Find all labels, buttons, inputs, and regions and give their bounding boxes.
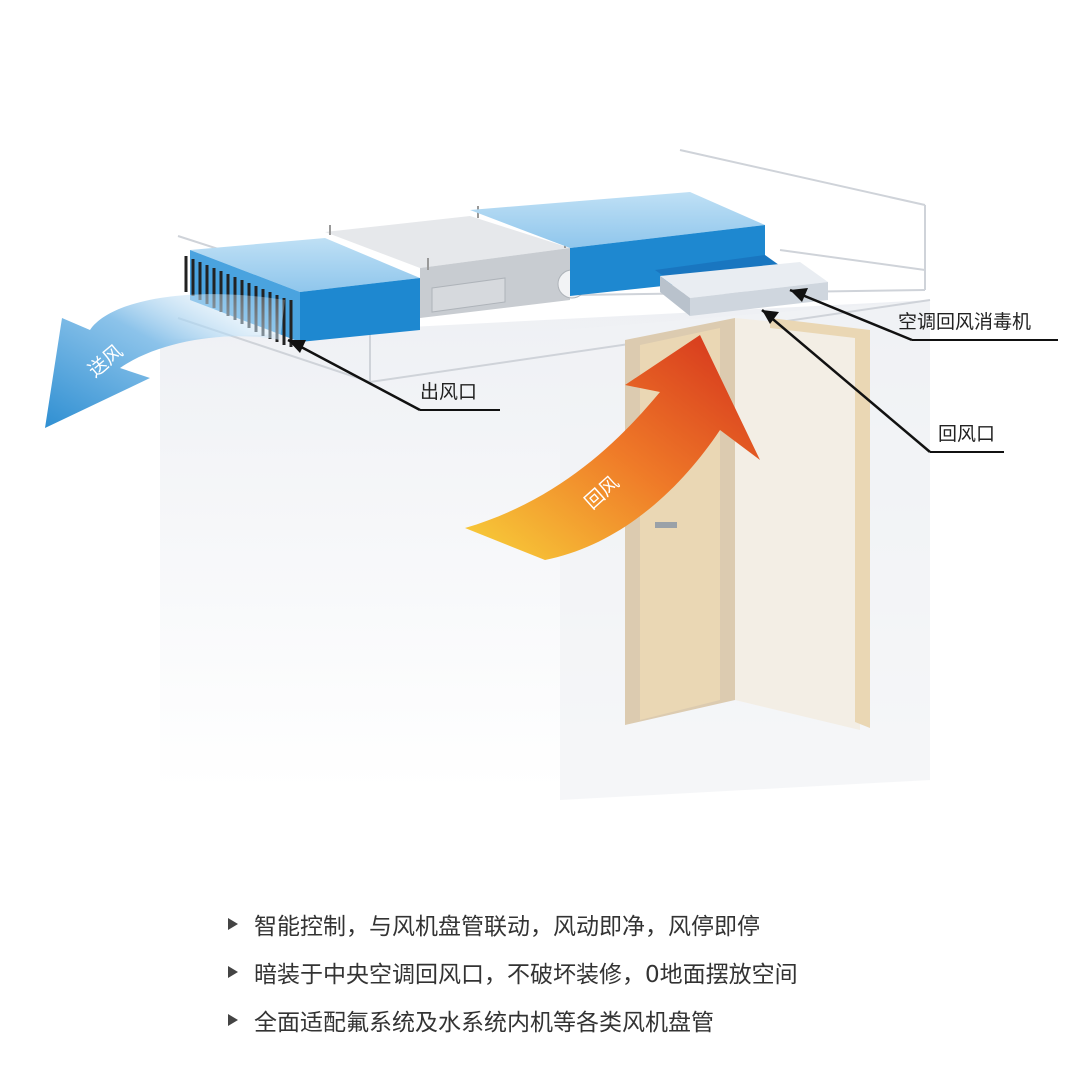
outlet-callout: 出风口 — [287, 338, 500, 412]
disinfector-callout: 空调回风消毒机 — [789, 288, 1058, 342]
return-inlet-label: 回风口 — [938, 423, 995, 445]
bullet-triangle-icon — [228, 918, 238, 930]
outlet-label: 出风口 — [420, 381, 477, 403]
hvac-diagram: 送风 回风 出风口 空调回风消毒机 回风口 — [45, 149, 1058, 790]
feature-list: 智能控制，与风机盘管联动，风动即净，风停即停 暗装于中央空调回风口，不破坏装修，… — [228, 900, 798, 1044]
feature-item: 智能控制，与风机盘管联动，风动即净，风停即停 — [228, 900, 798, 948]
feature-item: 暗装于中央空调回风口，不破坏装修，0地面摆放空间 — [228, 948, 798, 996]
supply-air-arrow: 送风 — [45, 294, 285, 428]
bullet-triangle-icon — [228, 1014, 238, 1026]
feature-text: 智能控制，与风机盘管联动，风动即净，风停即停 — [254, 914, 760, 940]
fan-coil-unit — [325, 206, 587, 318]
feature-text: 暗装于中央空调回风口，不破坏装修，0地面摆放空间 — [254, 962, 798, 988]
return-air-arrow: 回风 — [465, 335, 760, 560]
feature-item: 全面适配氟系统及水系统内机等各类风机盘管 — [228, 996, 798, 1044]
disinfector-label: 空调回风消毒机 — [898, 311, 1031, 333]
bullet-triangle-icon — [228, 966, 238, 978]
door-handle — [655, 522, 677, 528]
feature-text: 全面适配氟系统及水系统内机等各类风机盘管 — [254, 1010, 714, 1036]
return-inlet-callout: 回风口 — [761, 309, 1004, 453]
